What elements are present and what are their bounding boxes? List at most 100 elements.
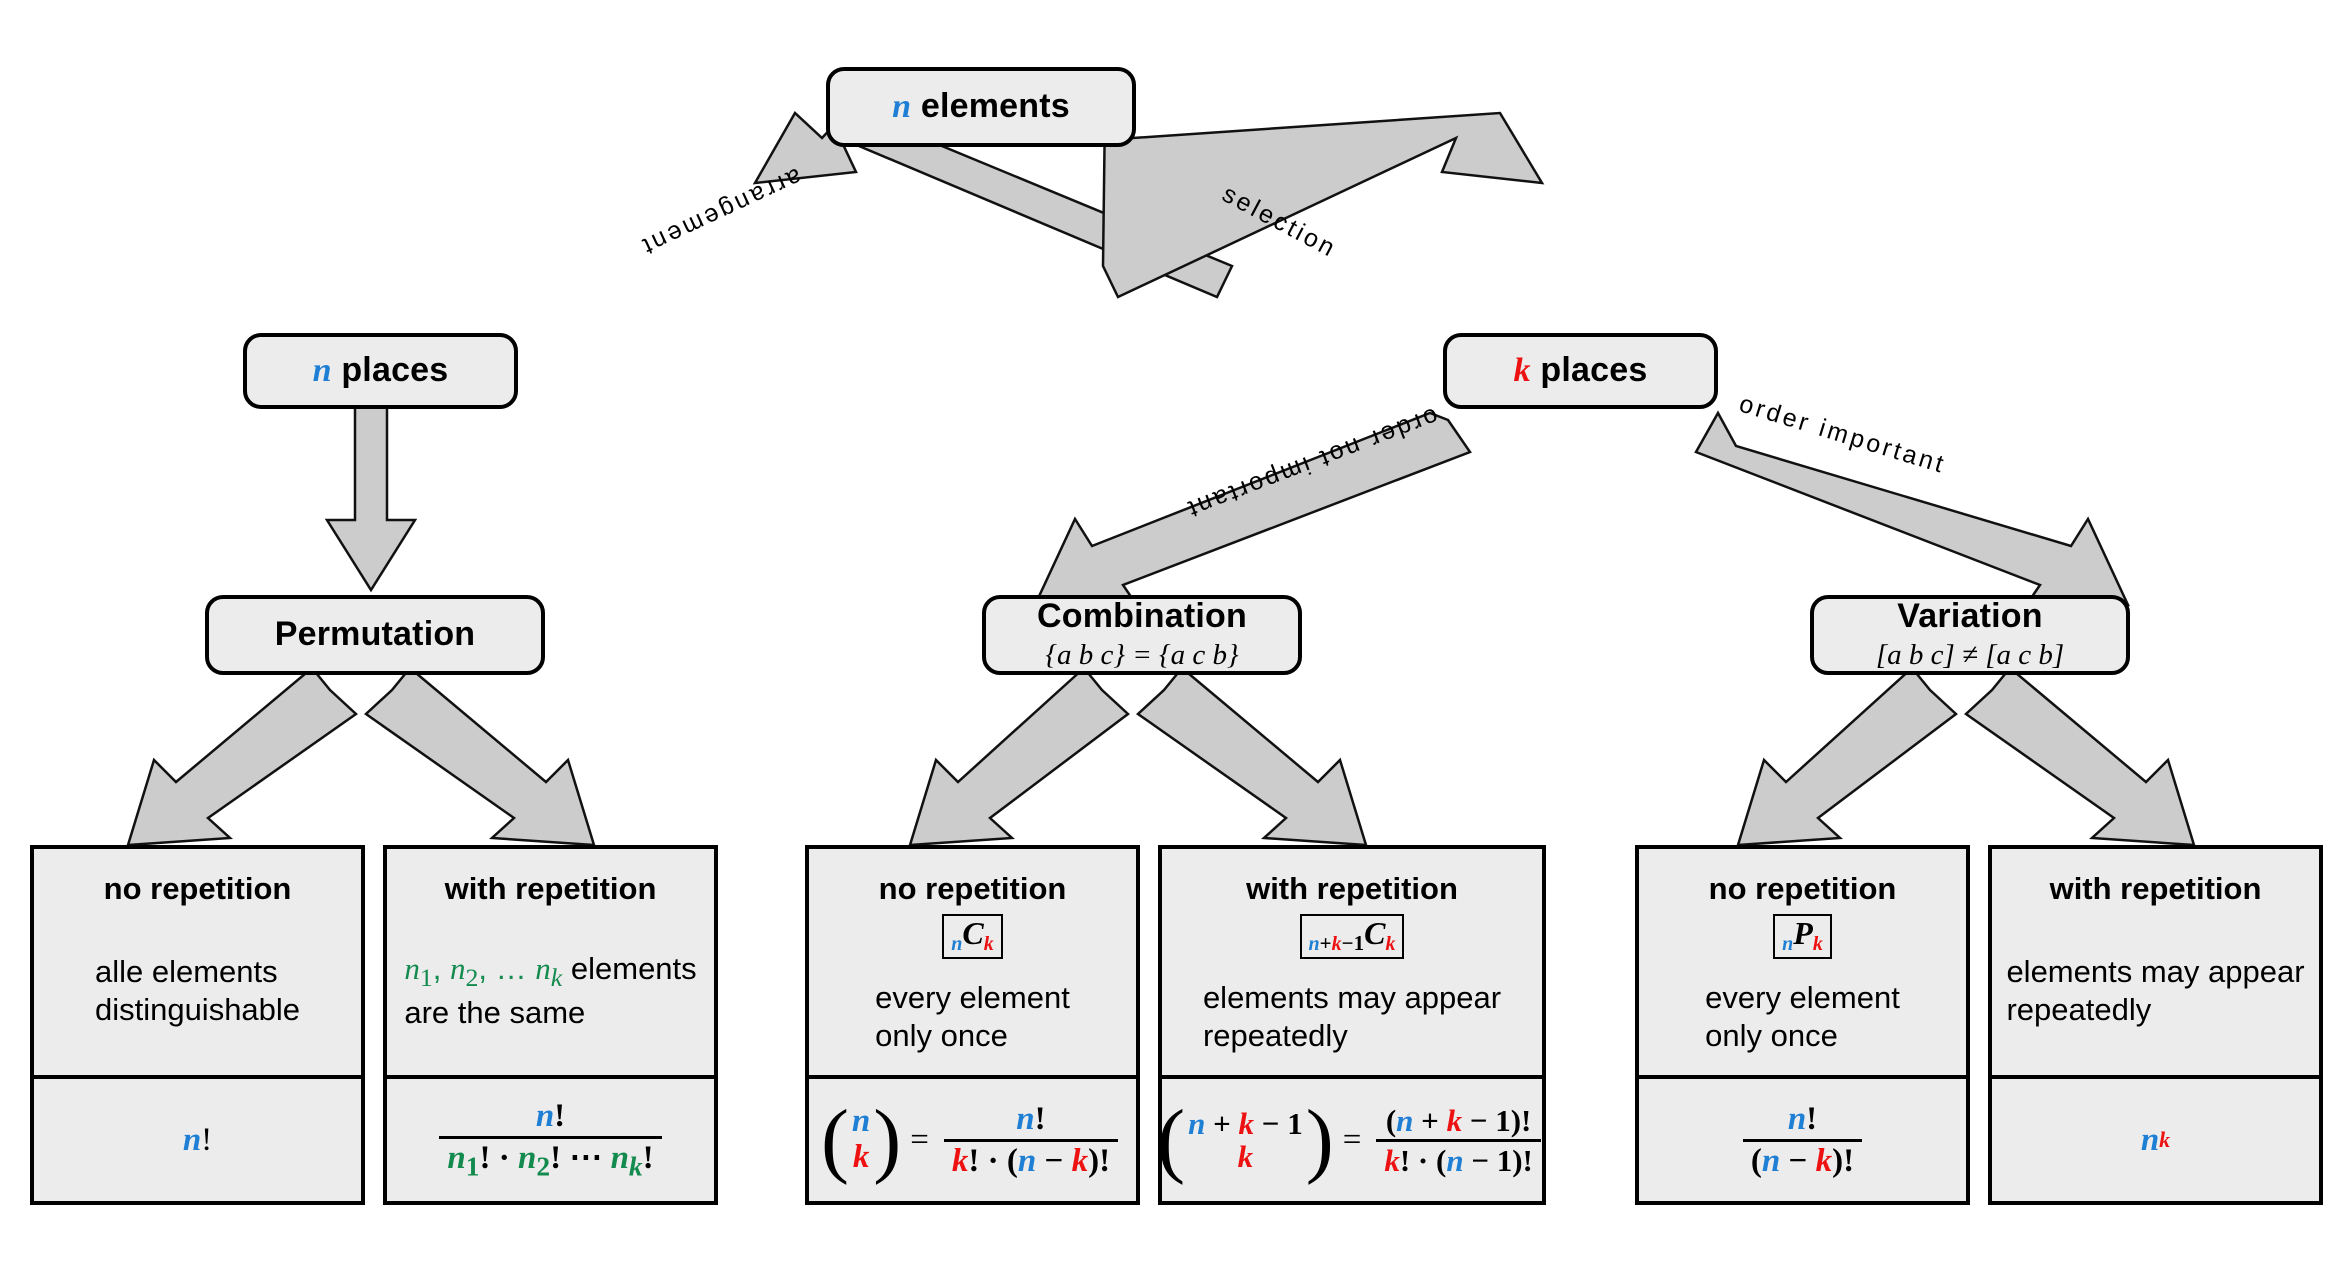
leaf-top: with repetition n+k−1Ck elements may app… — [1162, 849, 1542, 1079]
node-n-places-text: places — [341, 351, 449, 390]
arrow-permutation-no-repetition — [126, 666, 358, 847]
left-paren: ( — [1157, 1092, 1186, 1186]
node-n-places-label: n places — [312, 351, 449, 390]
leaf-head: no repetition — [878, 871, 1067, 906]
leaf-note-line1: n1, n2, … nk elements — [404, 951, 697, 993]
denominator: k! · (n − 1)! — [1376, 1138, 1541, 1176]
numerator: (n + k − 1)! — [1385, 1102, 1532, 1138]
binomial-coefficient: n k — [851, 1103, 871, 1175]
node-n-elements-text: elements — [920, 87, 1070, 126]
node-variation-title: Variation — [1897, 597, 2043, 636]
node-n-elements[interactable]: n elements — [826, 67, 1136, 147]
leaf-permutation-no-repetition[interactable]: no repetition alle elements distinguisha… — [30, 845, 365, 1205]
leaf-combination-with-repetition[interactable]: with repetition n+k−1Ck elements may app… — [1157, 845, 1546, 1205]
notation-nCk: nCk — [942, 913, 1003, 959]
variable-nk: nk — [535, 951, 563, 993]
formula-n-factorial: n! — [182, 1121, 213, 1158]
leaf-top: with repetition n1, n2, … nk elements ar… — [387, 849, 714, 1079]
leaf-note: every element only once — [1699, 979, 1906, 1055]
leaf-head: no repetition — [1708, 871, 1897, 906]
node-k-places-label: k places — [1513, 351, 1648, 390]
factorial-sign: ! — [201, 1121, 213, 1158]
leaf-formula: n! n1! · n2! ⋯ nk! — [387, 1079, 714, 1201]
denominator: k! · (n − k)! — [943, 1138, 1119, 1178]
fraction: n! n1! · n2! ⋯ nk! — [439, 1097, 662, 1180]
leaf-head: with repetition — [444, 871, 657, 906]
leaf-note: alle elements distinguishable — [89, 953, 306, 1029]
node-variation[interactable]: Variation [a b c] ≠ [a c b] — [1810, 595, 2130, 675]
arrow-order-not-important — [1033, 411, 1472, 612]
arrow-n-places-to-permutation — [324, 400, 418, 593]
leaf-note: n1, n2, … nk elements are the same — [398, 950, 702, 1032]
leaf-formula: n! (n − k)! — [1639, 1079, 1966, 1201]
right-paren: ) — [873, 1092, 902, 1186]
leaf-note: every element only once — [869, 979, 1076, 1055]
equals-sign: = — [1342, 1121, 1362, 1158]
formula-multiset-permutation: n! n1! · n2! ⋯ nk! — [433, 1097, 667, 1180]
variable-n: n — [182, 1121, 202, 1158]
node-combination[interactable]: Combination {a b c} = {a c b} — [982, 595, 1302, 675]
leaf-note-line2: distinguishable — [94, 991, 301, 1027]
left-paren: ( — [820, 1092, 849, 1186]
leaf-note-line1: every element — [1705, 980, 1900, 1015]
formula-permutation-nk: n! (n − k)! — [1737, 1100, 1868, 1178]
leaf-head: with repetition — [2049, 871, 2262, 906]
leaf-note-line2: repeatedly — [2006, 991, 2152, 1027]
variable-n2: n2 — [450, 951, 479, 993]
denominator: (n − k)! — [1742, 1138, 1863, 1178]
node-combination-title: Combination — [1037, 597, 1247, 636]
leaf-permutation-with-repetition[interactable]: with repetition n1, n2, … nk elements ar… — [383, 845, 718, 1205]
denominator: n1! · n2! ⋯ nk! — [439, 1135, 662, 1180]
leaf-head: with repetition — [1246, 871, 1458, 906]
leaf-combination-no-repetition[interactable]: no repetition nCk every element only onc… — [805, 845, 1140, 1205]
leaf-note-line1: elements may appear — [1202, 980, 1502, 1015]
leaf-note-line1: alle elements — [94, 954, 278, 989]
leaf-top: no repetition alle elements distinguisha… — [34, 849, 361, 1079]
binomial-coefficient: n + k − 1 k — [1185, 1105, 1306, 1174]
ellipsis: … — [495, 951, 527, 987]
variable-n: n — [892, 88, 912, 126]
arrow-variation-no-repetition — [1736, 666, 1958, 847]
leaf-top: with repetition elements may appear repe… — [1992, 849, 2319, 1079]
node-k-places[interactable]: k places — [1443, 333, 1718, 409]
arrow-selection — [1101, 104, 1545, 299]
arrow-combination-no-repetition — [908, 666, 1130, 847]
leaf-note-line2: only once — [875, 1017, 1008, 1053]
fraction: n! (n − k)! — [1742, 1100, 1863, 1178]
formula-binomial: ( n k ) = n! k! · (n − k)! — [820, 1092, 1124, 1186]
numerator: n! — [535, 1097, 566, 1134]
variable-k: k — [1513, 352, 1531, 390]
node-n-places[interactable]: n places — [243, 333, 518, 409]
binom-bottom: k — [1237, 1139, 1254, 1174]
node-permutation-title: Permutation — [274, 615, 476, 654]
arrow-permutation-with-repetition — [364, 666, 596, 847]
leaf-variation-with-repetition[interactable]: with repetition elements may appear repe… — [1988, 845, 2323, 1205]
node-k-places-text: places — [1540, 351, 1648, 390]
leaf-formula: ( n k ) = n! k! · (n − k)! — [809, 1079, 1136, 1201]
leaf-top: no repetition nPk every element only onc… — [1639, 849, 1966, 1079]
variable-n1: n1 — [404, 951, 433, 993]
leaf-note-line2: are the same — [404, 994, 586, 1030]
variable-n: n — [312, 352, 332, 390]
right-paren: ) — [1305, 1092, 1334, 1186]
binom-top: n + k − 1 — [1188, 1105, 1303, 1141]
node-permutation[interactable]: Permutation — [205, 595, 545, 675]
notation-nPk: nPk — [1773, 913, 1832, 959]
leaf-head: no repetition — [103, 871, 292, 906]
node-n-elements-label: n elements — [892, 87, 1070, 126]
leaf-note: elements may appear repeatedly — [2000, 953, 2310, 1029]
leaf-note-line1: every element — [875, 980, 1070, 1015]
leaf-variation-no-repetition[interactable]: no repetition nPk every element only onc… — [1635, 845, 1970, 1205]
fraction: (n + k − 1)! k! · (n − 1)! — [1376, 1105, 1541, 1176]
numerator: n! — [1016, 1100, 1046, 1137]
leaf-formula: ( n + k − 1 k ) = (n + k − 1)! k! · (n −… — [1157, 1079, 1542, 1201]
equals-sign: = — [910, 1121, 929, 1158]
node-variation-subtitle: [a b c] ≠ [a c b] — [1875, 638, 2065, 671]
leaf-note-line2: repeatedly — [1202, 1017, 1348, 1053]
leaf-note-line2: only once — [1705, 1017, 1838, 1053]
numerator: n! — [1787, 1100, 1818, 1137]
